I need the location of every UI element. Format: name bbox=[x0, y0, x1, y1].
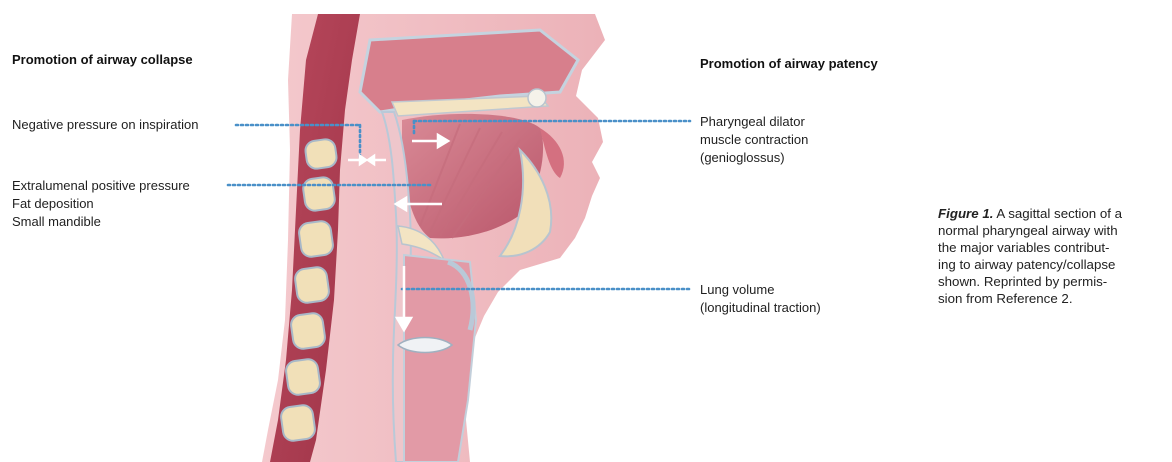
label-lung-volume: Lung volume bbox=[700, 281, 774, 298]
vertebra bbox=[298, 220, 334, 258]
label-muscle-contraction: muscle contraction bbox=[700, 131, 808, 148]
patency-header: Promotion of airway patency bbox=[700, 56, 878, 71]
caption-line: the major variables contribut- bbox=[938, 239, 1164, 256]
vertebra bbox=[290, 312, 326, 350]
label-pharyngeal-dilator: Pharyngeal dilator bbox=[700, 113, 805, 130]
figure-label: Figure 1. bbox=[938, 206, 993, 221]
nasal-spine-bone bbox=[528, 89, 546, 107]
label-longitudinal-traction: (longitudinal traction) bbox=[700, 299, 821, 316]
vertebra bbox=[285, 358, 321, 396]
vertebra bbox=[280, 404, 316, 442]
collapse-header: Promotion of airway collapse bbox=[12, 52, 193, 67]
vertebra bbox=[294, 266, 330, 304]
caption-line: ing to airway patency/collapse bbox=[938, 256, 1164, 273]
caption-line: shown. Reprinted by permis- bbox=[938, 273, 1164, 290]
label-negative-pressure: Negative pressure on inspiration bbox=[12, 116, 198, 133]
caption-line: sion from Reference 2. bbox=[938, 290, 1164, 307]
vertebra bbox=[302, 176, 336, 212]
label-small-mandible: Small mandible bbox=[12, 213, 101, 230]
caption-line: normal pharyngeal airway with bbox=[938, 222, 1164, 239]
figure-caption: Figure 1. A sagittal section of a normal… bbox=[938, 205, 1164, 307]
caption-line: Figure 1. A sagittal section of a bbox=[938, 205, 1164, 222]
vertebra bbox=[304, 138, 338, 170]
vocal-cords bbox=[398, 338, 452, 353]
caption-text: A sagittal section of a bbox=[996, 206, 1122, 221]
label-genioglossus: (genioglossus) bbox=[700, 149, 785, 166]
label-fat-deposition: Fat deposition bbox=[12, 195, 94, 212]
label-extralumenal-pressure: Extralumenal positive pressure bbox=[12, 177, 190, 194]
